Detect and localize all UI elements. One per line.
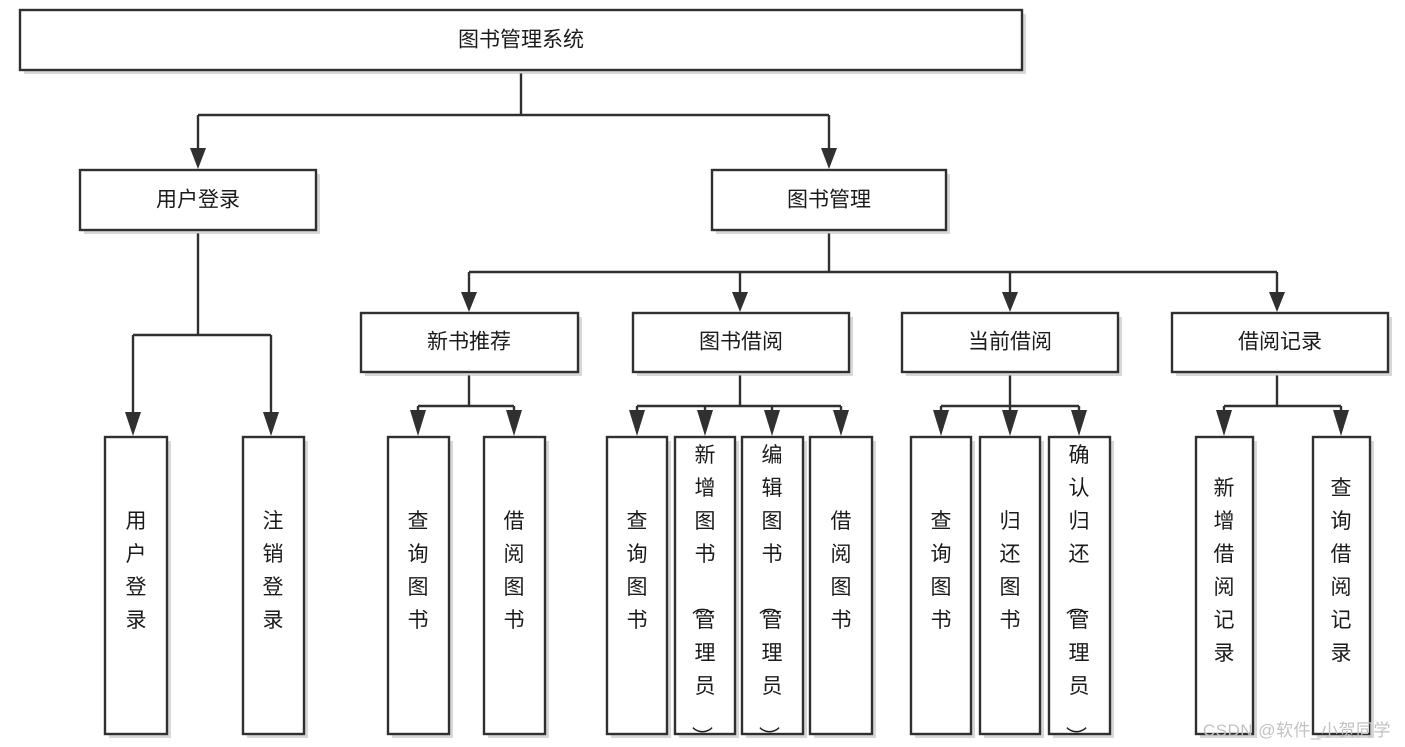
arrow-to-user-login bbox=[190, 148, 206, 169]
node-borrow-record[interactable]: 借阅记录 bbox=[1170, 311, 1392, 376]
leaf-add-record-box bbox=[1194, 435, 1255, 736]
leaf-query-record-box bbox=[1311, 435, 1372, 736]
node-leaf-user-logout[interactable]: 注销登录 bbox=[241, 435, 308, 738]
arrow-to-borrow-record bbox=[1269, 292, 1285, 312]
node-leaf-query-book-1[interactable]: 查询图书 bbox=[386, 435, 453, 738]
arrow-to-leaf-query-record bbox=[1333, 410, 1349, 436]
leaf-query-book-2-box bbox=[605, 435, 669, 736]
leaf-add-book-box bbox=[673, 435, 737, 736]
node-leaf-query-book-2[interactable]: 查询图书 bbox=[605, 435, 671, 738]
arrow-to-leaf-edit-book bbox=[764, 410, 780, 436]
leaf-query-book-3-box bbox=[909, 435, 973, 736]
node-leaf-add-record[interactable]: 新增借阅记录 bbox=[1194, 435, 1257, 738]
new-book-recommend-box bbox=[359, 311, 580, 374]
leaf-borrow-book-1-label: 借阅图书 bbox=[504, 510, 525, 632]
leaf-return-book-label: 归还图书 bbox=[1000, 510, 1021, 632]
leaf-user-logout-box bbox=[241, 435, 306, 736]
leaf-user-logout-label: 注销登录 bbox=[263, 510, 284, 632]
leaf-user-login-label: 用户登录 bbox=[126, 510, 147, 632]
leaf-edit-book-box bbox=[740, 435, 805, 736]
current-borrow-label: 当前借阅 bbox=[968, 331, 1052, 354]
arrow-to-leaf-user-login bbox=[125, 412, 141, 436]
root-box bbox=[18, 8, 1024, 72]
connector-layer bbox=[125, 73, 1349, 436]
arrow-to-leaf-confirm-return bbox=[1071, 410, 1087, 436]
arrow-to-current-borrow bbox=[1002, 292, 1018, 312]
leaf-query-record-label: 查询借阅记录 bbox=[1331, 477, 1352, 665]
node-leaf-query-book-3[interactable]: 查询图书 bbox=[909, 435, 975, 738]
node-leaf-user-login[interactable]: 用户登录 bbox=[103, 435, 171, 738]
node-leaf-add-book[interactable]: 新增图书（管理员） bbox=[673, 435, 739, 747]
arrow-to-book-manage bbox=[821, 148, 837, 169]
leaf-nodes-layer: 用户登录 注销登录 查询图书 借阅图书 查询图书 bbox=[103, 435, 1374, 747]
arrow-to-leaf-query-book-3 bbox=[933, 410, 949, 436]
arrow-to-leaf-query-book-2 bbox=[629, 410, 645, 436]
user-login-label: 用户登录 bbox=[156, 189, 240, 212]
borrow-record-box bbox=[1170, 311, 1390, 374]
leaf-query-book-2-label: 查询图书 bbox=[627, 510, 648, 632]
book-manage-box bbox=[710, 168, 948, 232]
new-book-recommend-label: 新书推荐 bbox=[427, 331, 511, 354]
leaf-return-book-box bbox=[978, 435, 1042, 736]
node-leaf-borrow-book-1[interactable]: 借阅图书 bbox=[482, 435, 549, 738]
arrow-to-leaf-return-book bbox=[1002, 410, 1018, 436]
node-current-borrow[interactable]: 当前借阅 bbox=[900, 311, 1122, 376]
arrow-to-leaf-borrow-book-2 bbox=[833, 410, 849, 436]
arrow-to-leaf-add-record bbox=[1216, 410, 1232, 436]
node-new-book-recommend[interactable]: 新书推荐 bbox=[359, 311, 582, 376]
user-login-box bbox=[78, 168, 318, 232]
leaf-add-book-label: 新增图书（管理员） bbox=[690, 444, 716, 747]
node-user-login[interactable]: 用户登录 bbox=[78, 168, 320, 234]
node-leaf-query-record[interactable]: 查询借阅记录 bbox=[1311, 435, 1374, 738]
leaf-query-book-1-label: 查询图书 bbox=[408, 510, 429, 632]
leaf-borrow-book-1-box bbox=[482, 435, 547, 736]
borrow-record-label: 借阅记录 bbox=[1238, 331, 1322, 354]
root-label: 图书管理系统 bbox=[458, 29, 584, 52]
csdn-watermark: CSDN @软件_小贺同学 bbox=[1202, 721, 1391, 740]
node-leaf-edit-book[interactable]: 编辑图书（管理员） bbox=[740, 435, 807, 747]
arrow-to-leaf-add-book bbox=[697, 410, 713, 436]
leaf-borrow-book-2-box bbox=[808, 435, 874, 736]
book-borrow-label: 图书借阅 bbox=[699, 331, 783, 354]
leaf-query-book-3-label: 查询图书 bbox=[931, 510, 952, 632]
node-book-manage[interactable]: 图书管理 bbox=[710, 168, 950, 234]
leaf-query-book-1-box bbox=[386, 435, 451, 736]
node-book-borrow[interactable]: 图书借阅 bbox=[631, 311, 853, 376]
current-borrow-box bbox=[900, 311, 1120, 374]
leaf-user-login-box bbox=[103, 435, 169, 736]
book-manage-label: 图书管理 bbox=[787, 189, 871, 212]
node-root[interactable]: 图书管理系统 bbox=[18, 8, 1026, 74]
node-leaf-return-book[interactable]: 归还图书 bbox=[978, 435, 1044, 738]
leaf-confirm-return-label: 确认归还（管理员） bbox=[1064, 444, 1090, 747]
node-leaf-confirm-return[interactable]: 确认归还（管理员） bbox=[1047, 435, 1114, 747]
arrow-to-book-borrow bbox=[732, 292, 748, 312]
book-borrow-box bbox=[631, 311, 851, 374]
arrow-to-new-book-recommend bbox=[461, 292, 477, 312]
leaf-borrow-book-2-label: 借阅图书 bbox=[831, 510, 852, 632]
leaf-add-record-label: 新增借阅记录 bbox=[1214, 477, 1235, 665]
arrow-to-leaf-borrow-book-1 bbox=[506, 410, 522, 436]
arrow-to-leaf-user-logout bbox=[263, 412, 279, 436]
leaf-edit-book-label: 编辑图书（管理员） bbox=[757, 444, 783, 747]
leaf-confirm-return-box bbox=[1047, 435, 1112, 736]
arrow-to-leaf-query-book-1 bbox=[410, 410, 426, 436]
node-leaf-borrow-book-2[interactable]: 借阅图书 bbox=[808, 435, 876, 738]
